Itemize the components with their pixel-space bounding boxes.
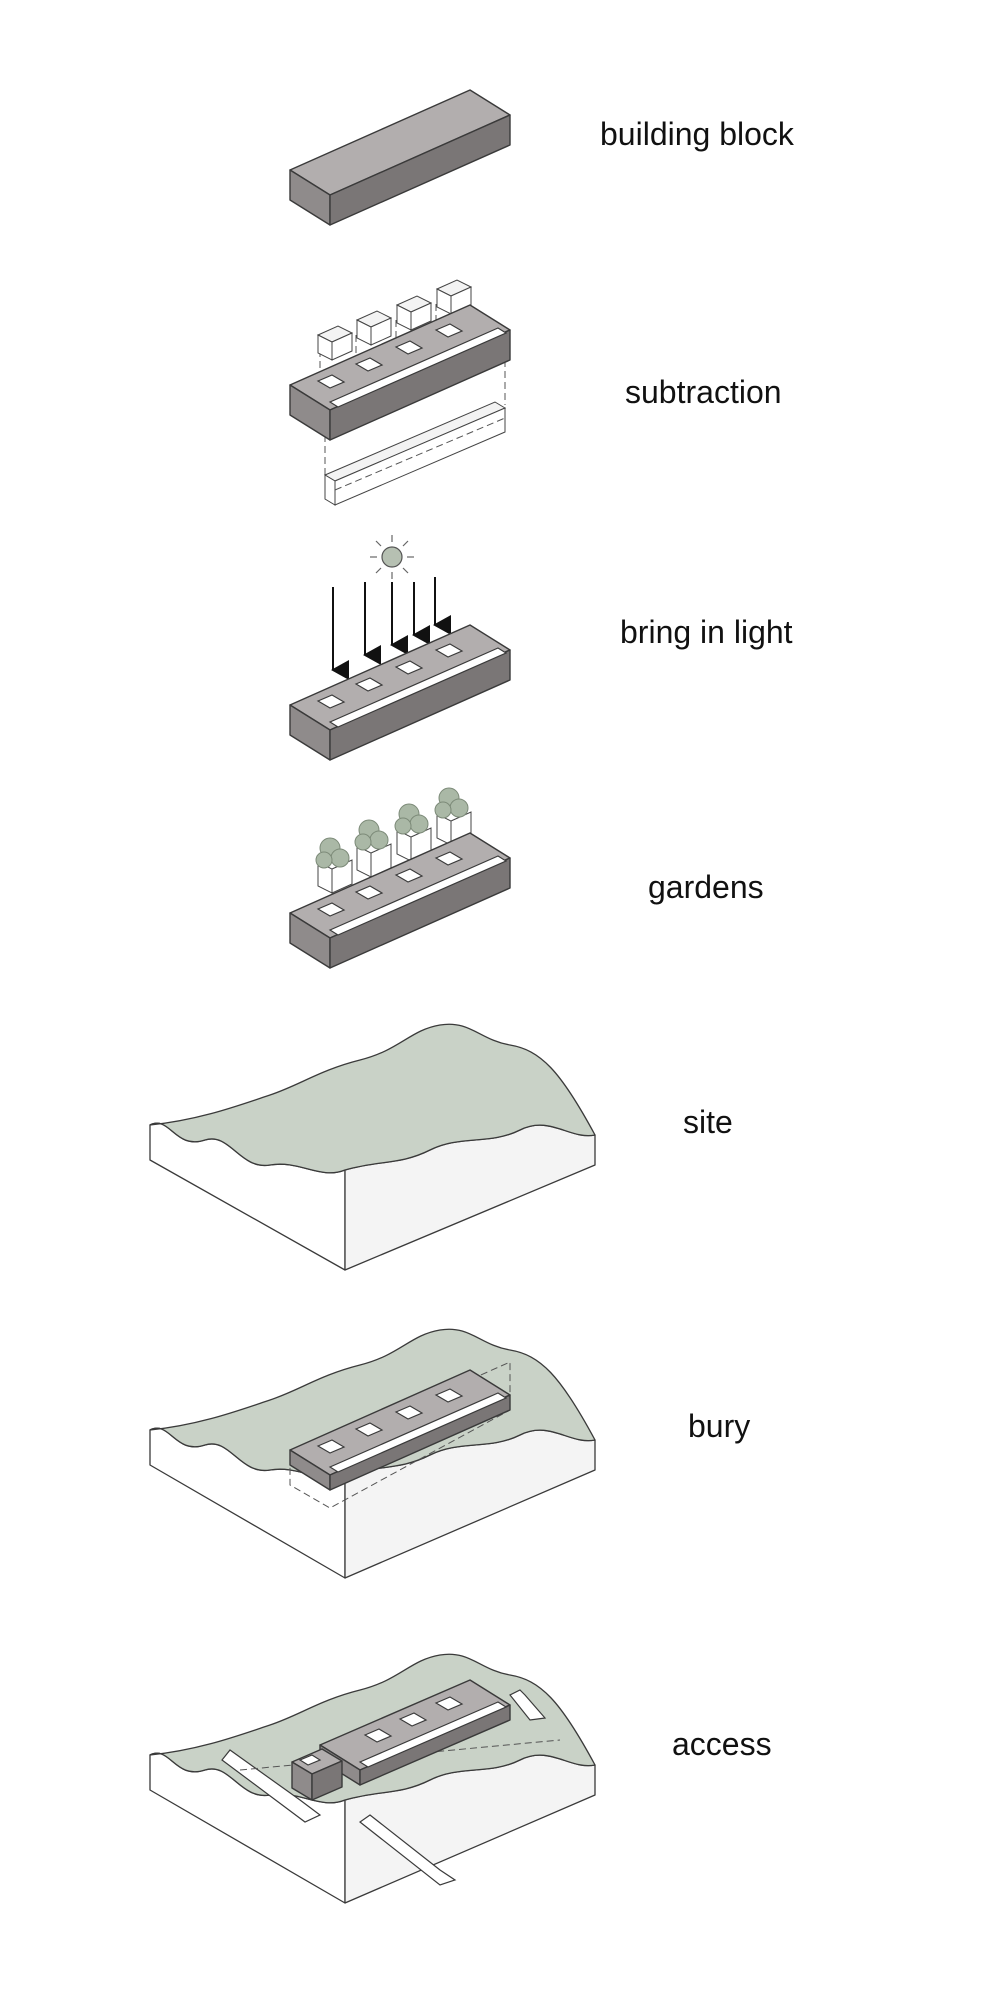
gardens-figure [289,787,511,969]
light-arrows [331,577,451,680]
building-block-figure [289,89,511,226]
sun-icon [370,535,414,579]
subtraction-block [289,304,511,441]
bury-figure [149,1328,596,1579]
site-figure [149,1023,596,1271]
step-bring-in-light: bring in light [289,535,793,761]
subtracted-cube-1 [316,325,354,361]
subtracted-cube-3 [395,295,433,331]
gardens-block [289,832,511,969]
buried-block [289,1361,511,1509]
subtracted-cube-2 [355,310,393,346]
step-site: site [149,1023,733,1271]
access-ramps [221,1689,561,1886]
step-label-bring-in-light: bring in light [620,614,793,650]
step-access: access [149,1653,772,1904]
step-building-block: building block [289,89,795,226]
entry-pavilion [291,1748,343,1801]
step-label-bury: bury [688,1408,750,1444]
step-label-subtraction: subtraction [625,374,782,410]
step-label-building-block: building block [600,116,795,152]
tree-icon [315,787,469,869]
subtraction-figure [289,279,511,506]
subtracted-slab [323,401,507,506]
step-label-gardens: gardens [648,869,764,905]
step-subtraction: subtraction [289,279,782,506]
bring-in-light-figure [289,535,511,761]
garden-boxes [317,811,472,894]
access-figure [149,1653,596,1904]
step-bury: bury [149,1328,750,1579]
step-label-site: site [683,1104,733,1140]
step-label-access: access [672,1726,772,1762]
step-gardens: gardens [289,787,764,969]
light-block [289,624,511,761]
